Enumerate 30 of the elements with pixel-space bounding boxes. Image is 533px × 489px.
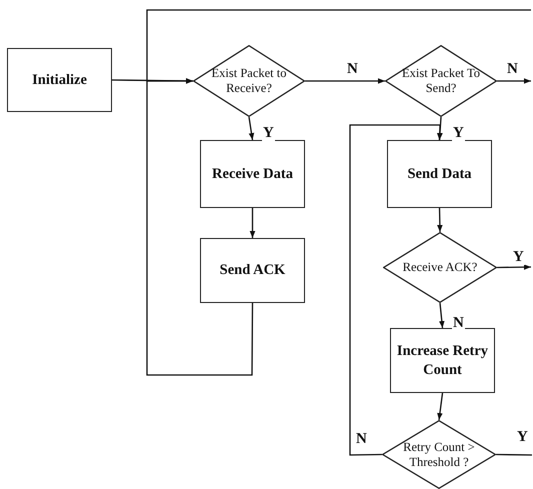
arrow — [437, 392, 444, 420]
process-box — [387, 140, 492, 208]
arrow — [250, 208, 256, 238]
decision-text: Receive ACK? — [402, 260, 478, 275]
process-text: Send Data — [407, 164, 472, 184]
arrow — [305, 78, 385, 84]
arrow — [497, 264, 531, 270]
edge-label: Y — [262, 126, 275, 141]
arrow — [439, 302, 445, 328]
process-box — [200, 140, 305, 208]
edge-label: N — [452, 316, 465, 331]
process-text: Send ACK — [220, 261, 286, 280]
connector-line — [496, 454, 532, 456]
edge-label: Y — [512, 250, 525, 265]
arrow — [437, 116, 443, 140]
arrow — [349, 124, 443, 456]
process-box — [7, 48, 112, 112]
decision-text: Exist Packet To Send? — [400, 66, 482, 96]
process-text: Receive Data — [212, 164, 293, 184]
decision-text: Retry Count > Threshold ? — [402, 440, 476, 470]
edge-label: Y — [452, 126, 465, 141]
process-text: Increase Retry Count — [396, 342, 490, 379]
process-box — [200, 238, 305, 303]
process-text: Initialize — [32, 70, 87, 90]
arrow — [146, 9, 531, 84]
arrow — [437, 208, 443, 232]
arrow — [248, 116, 254, 140]
process-box — [390, 328, 495, 393]
arrow — [497, 78, 531, 84]
decision-text: Exist Packet to Receive? — [210, 66, 288, 96]
